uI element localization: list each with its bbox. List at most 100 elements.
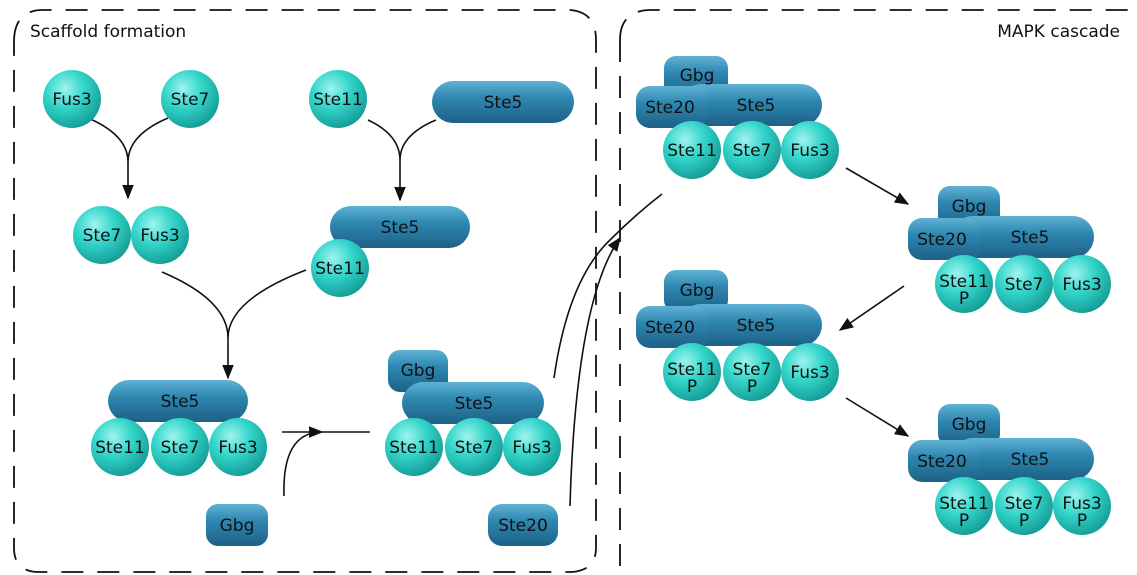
scaffold-complex: Ste5 Ste11 Ste7 Fus3 [91, 380, 267, 476]
free-fus3: Fus3 [43, 70, 101, 128]
phospho-label: P [959, 511, 969, 531]
ste11-label: Ste11 [939, 272, 989, 292]
free-ste7: Ste7 [161, 70, 219, 128]
gbg-label: Gbg [680, 66, 715, 86]
fus3-label: Fus3 [52, 90, 91, 110]
ste5-bar [952, 438, 1094, 480]
ste5-bar [952, 216, 1094, 258]
mapk-complex-ste11-p: Gbg Ste5 Ste20 Ste11 P Ste7 Fus3 [908, 186, 1111, 313]
ste7-label: Ste7 [1005, 275, 1044, 295]
ste7-label: Ste7 [161, 438, 200, 458]
ste20-label: Ste20 [498, 516, 548, 536]
ste11-sphere [311, 239, 369, 297]
gbg-scaffold-complex: Gbg Ste5 Ste11 Ste7 Fus3 [385, 350, 561, 476]
ste7-sphere [723, 121, 781, 179]
mapk-complex-ste7-p: Gbg Ste5 Ste20 Ste11 P Ste7 P Fus3 [636, 270, 839, 401]
arrow-phospho-ste11 [845, 167, 910, 205]
fus3-label: Fus3 [218, 438, 257, 458]
phospho-label: P [1077, 511, 1087, 531]
fus3-sphere [781, 121, 839, 179]
fus3-label: Fus3 [790, 363, 829, 383]
fus3-sphere [209, 418, 267, 476]
fus3-sphere [1053, 477, 1111, 535]
ste20-block [488, 504, 558, 546]
left-panel: Scaffold formation [13, 9, 597, 573]
right-panel: MAPK cascade [619, 9, 1137, 575]
fus3-label: Fus3 [1062, 494, 1101, 514]
ste7-label: Ste7 [83, 226, 122, 246]
ste11-label: Ste11 [939, 494, 989, 514]
arrows [87, 117, 910, 507]
ste7-sphere [995, 477, 1053, 535]
ste11-sphere [935, 477, 993, 535]
ste7-sphere [723, 343, 781, 401]
ste5-label: Ste5 [1011, 228, 1050, 248]
fus3-sphere [781, 343, 839, 401]
fus3-label: Fus3 [1062, 275, 1101, 295]
ste5-bar [330, 206, 470, 248]
ste20-label: Ste20 [645, 98, 695, 118]
arrow-merge-to-complex [161, 269, 307, 378]
ste20-label: Ste20 [917, 230, 967, 250]
ste5-label: Ste5 [381, 218, 420, 238]
ste7-sphere [445, 418, 503, 476]
ste11-sphere [385, 418, 443, 476]
free-ste20: Ste20 [488, 504, 558, 546]
ste11-sphere [663, 343, 721, 401]
ste11-sphere [91, 418, 149, 476]
ste5-label: Ste5 [737, 316, 776, 336]
ste5-bar [432, 81, 574, 123]
ste5-bar [108, 380, 248, 422]
ste20-block [636, 86, 708, 128]
ste5-label: Ste5 [161, 392, 200, 412]
ste7-label: Ste7 [455, 438, 494, 458]
arrow-phospho-fus3 [845, 397, 910, 437]
fus3-sphere [503, 418, 561, 476]
gbg-label: Gbg [680, 281, 715, 301]
ste11-sphere [309, 70, 367, 128]
ste20-label: Ste20 [917, 452, 967, 472]
fus3-sphere [1053, 255, 1111, 313]
arrow-merge-fus3-ste7 [87, 117, 169, 198]
gbg-label: Gbg [220, 516, 255, 536]
free-ste5: Ste5 [432, 81, 574, 123]
mapk-complex-fus3-p: Gbg Ste5 Ste20 Ste11 P Ste7 P Fus3 P [908, 404, 1111, 535]
ste20-block [908, 218, 980, 260]
fus3-label: Fus3 [790, 141, 829, 161]
ste7-sphere [161, 70, 219, 128]
ste5-ste11-pair: Ste5 Ste11 [311, 206, 470, 297]
left-panel-title: Scaffold formation [30, 22, 186, 42]
ste20-label: Ste20 [645, 318, 695, 338]
gbg-block [388, 350, 448, 392]
ste5-label: Ste5 [455, 394, 494, 414]
ste7-sphere [995, 255, 1053, 313]
ste7-sphere [151, 418, 209, 476]
ste5-bar [680, 304, 822, 346]
ste5-label: Ste5 [484, 93, 523, 113]
ste5-label: Ste5 [737, 96, 776, 116]
ste11-label: Ste11 [313, 90, 363, 110]
ste11-label: Ste11 [667, 360, 717, 380]
phospho-label: P [747, 377, 757, 397]
phospho-label: P [687, 377, 697, 397]
ste7-label: Ste7 [171, 90, 210, 110]
phospho-label: P [1019, 511, 1029, 531]
phospho-label: P [959, 289, 969, 309]
gbg-block [664, 270, 728, 312]
ste7-sphere [73, 206, 131, 264]
ste20-block [908, 440, 980, 482]
ste7-label: Ste7 [733, 141, 772, 161]
ste11-label: Ste11 [667, 141, 717, 161]
mapk-complex-unphosphorylated: Gbg Ste5 Ste20 Ste11 Ste7 Fus3 [636, 56, 839, 179]
arrow-add-gbg [282, 432, 370, 497]
ste11-label: Ste11 [95, 438, 145, 458]
arrow-add-ste20 [553, 193, 663, 507]
left-panel-border [13, 9, 597, 573]
gbg-label: Gbg [401, 361, 436, 381]
free-gbg: Gbg [206, 504, 268, 546]
gbg-block [938, 404, 1000, 446]
fus3-label: Fus3 [512, 438, 551, 458]
right-panel-border [619, 9, 1137, 575]
ste5-label: Ste5 [1011, 450, 1050, 470]
